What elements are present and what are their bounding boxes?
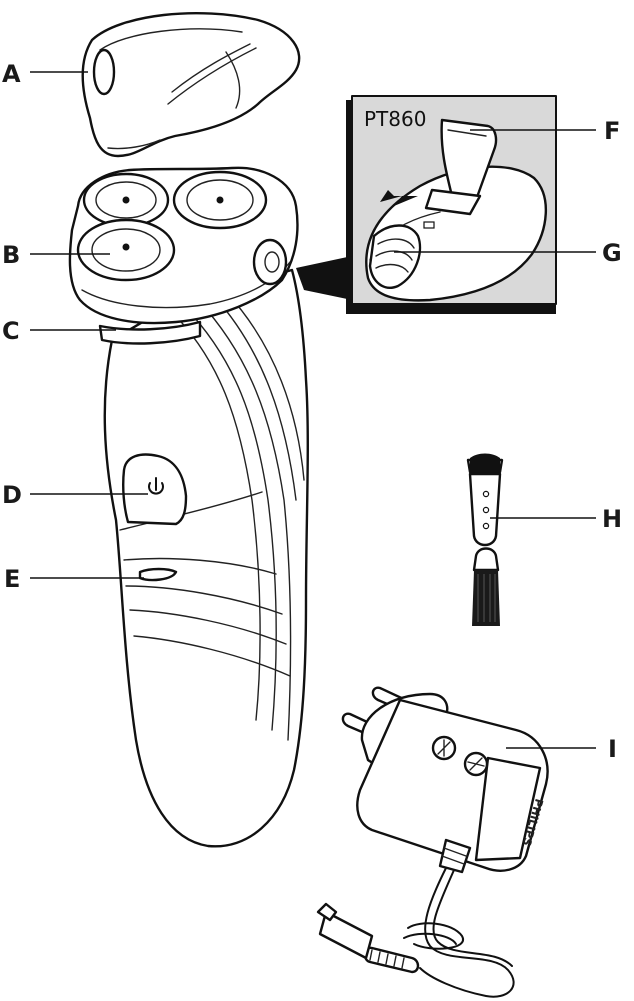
part-label-i: I (608, 735, 617, 763)
power-icon (148, 477, 164, 495)
part-label-f: F (604, 117, 620, 145)
protection-cap (81, 12, 301, 158)
part-label-c: C (2, 317, 20, 345)
trimmer-inset: PT860 (296, 95, 557, 314)
inset-model-label: PT860 (364, 107, 426, 131)
part-label-e: E (4, 565, 20, 593)
shaver-body (98, 268, 309, 848)
part-label-d: D (2, 481, 22, 509)
shaving-head (172, 170, 268, 230)
leader-lines (30, 71, 596, 749)
part-label-b: B (2, 241, 20, 269)
shaving-head (82, 172, 170, 228)
part-label-g: G (602, 239, 622, 267)
cleaning-brush (466, 453, 504, 626)
part-label-h: H (602, 505, 622, 533)
power-adapter: PHILIPS (316, 686, 549, 998)
part-label-a: A (2, 60, 21, 88)
shaving-head (76, 218, 176, 282)
shaving-unit (68, 166, 299, 325)
